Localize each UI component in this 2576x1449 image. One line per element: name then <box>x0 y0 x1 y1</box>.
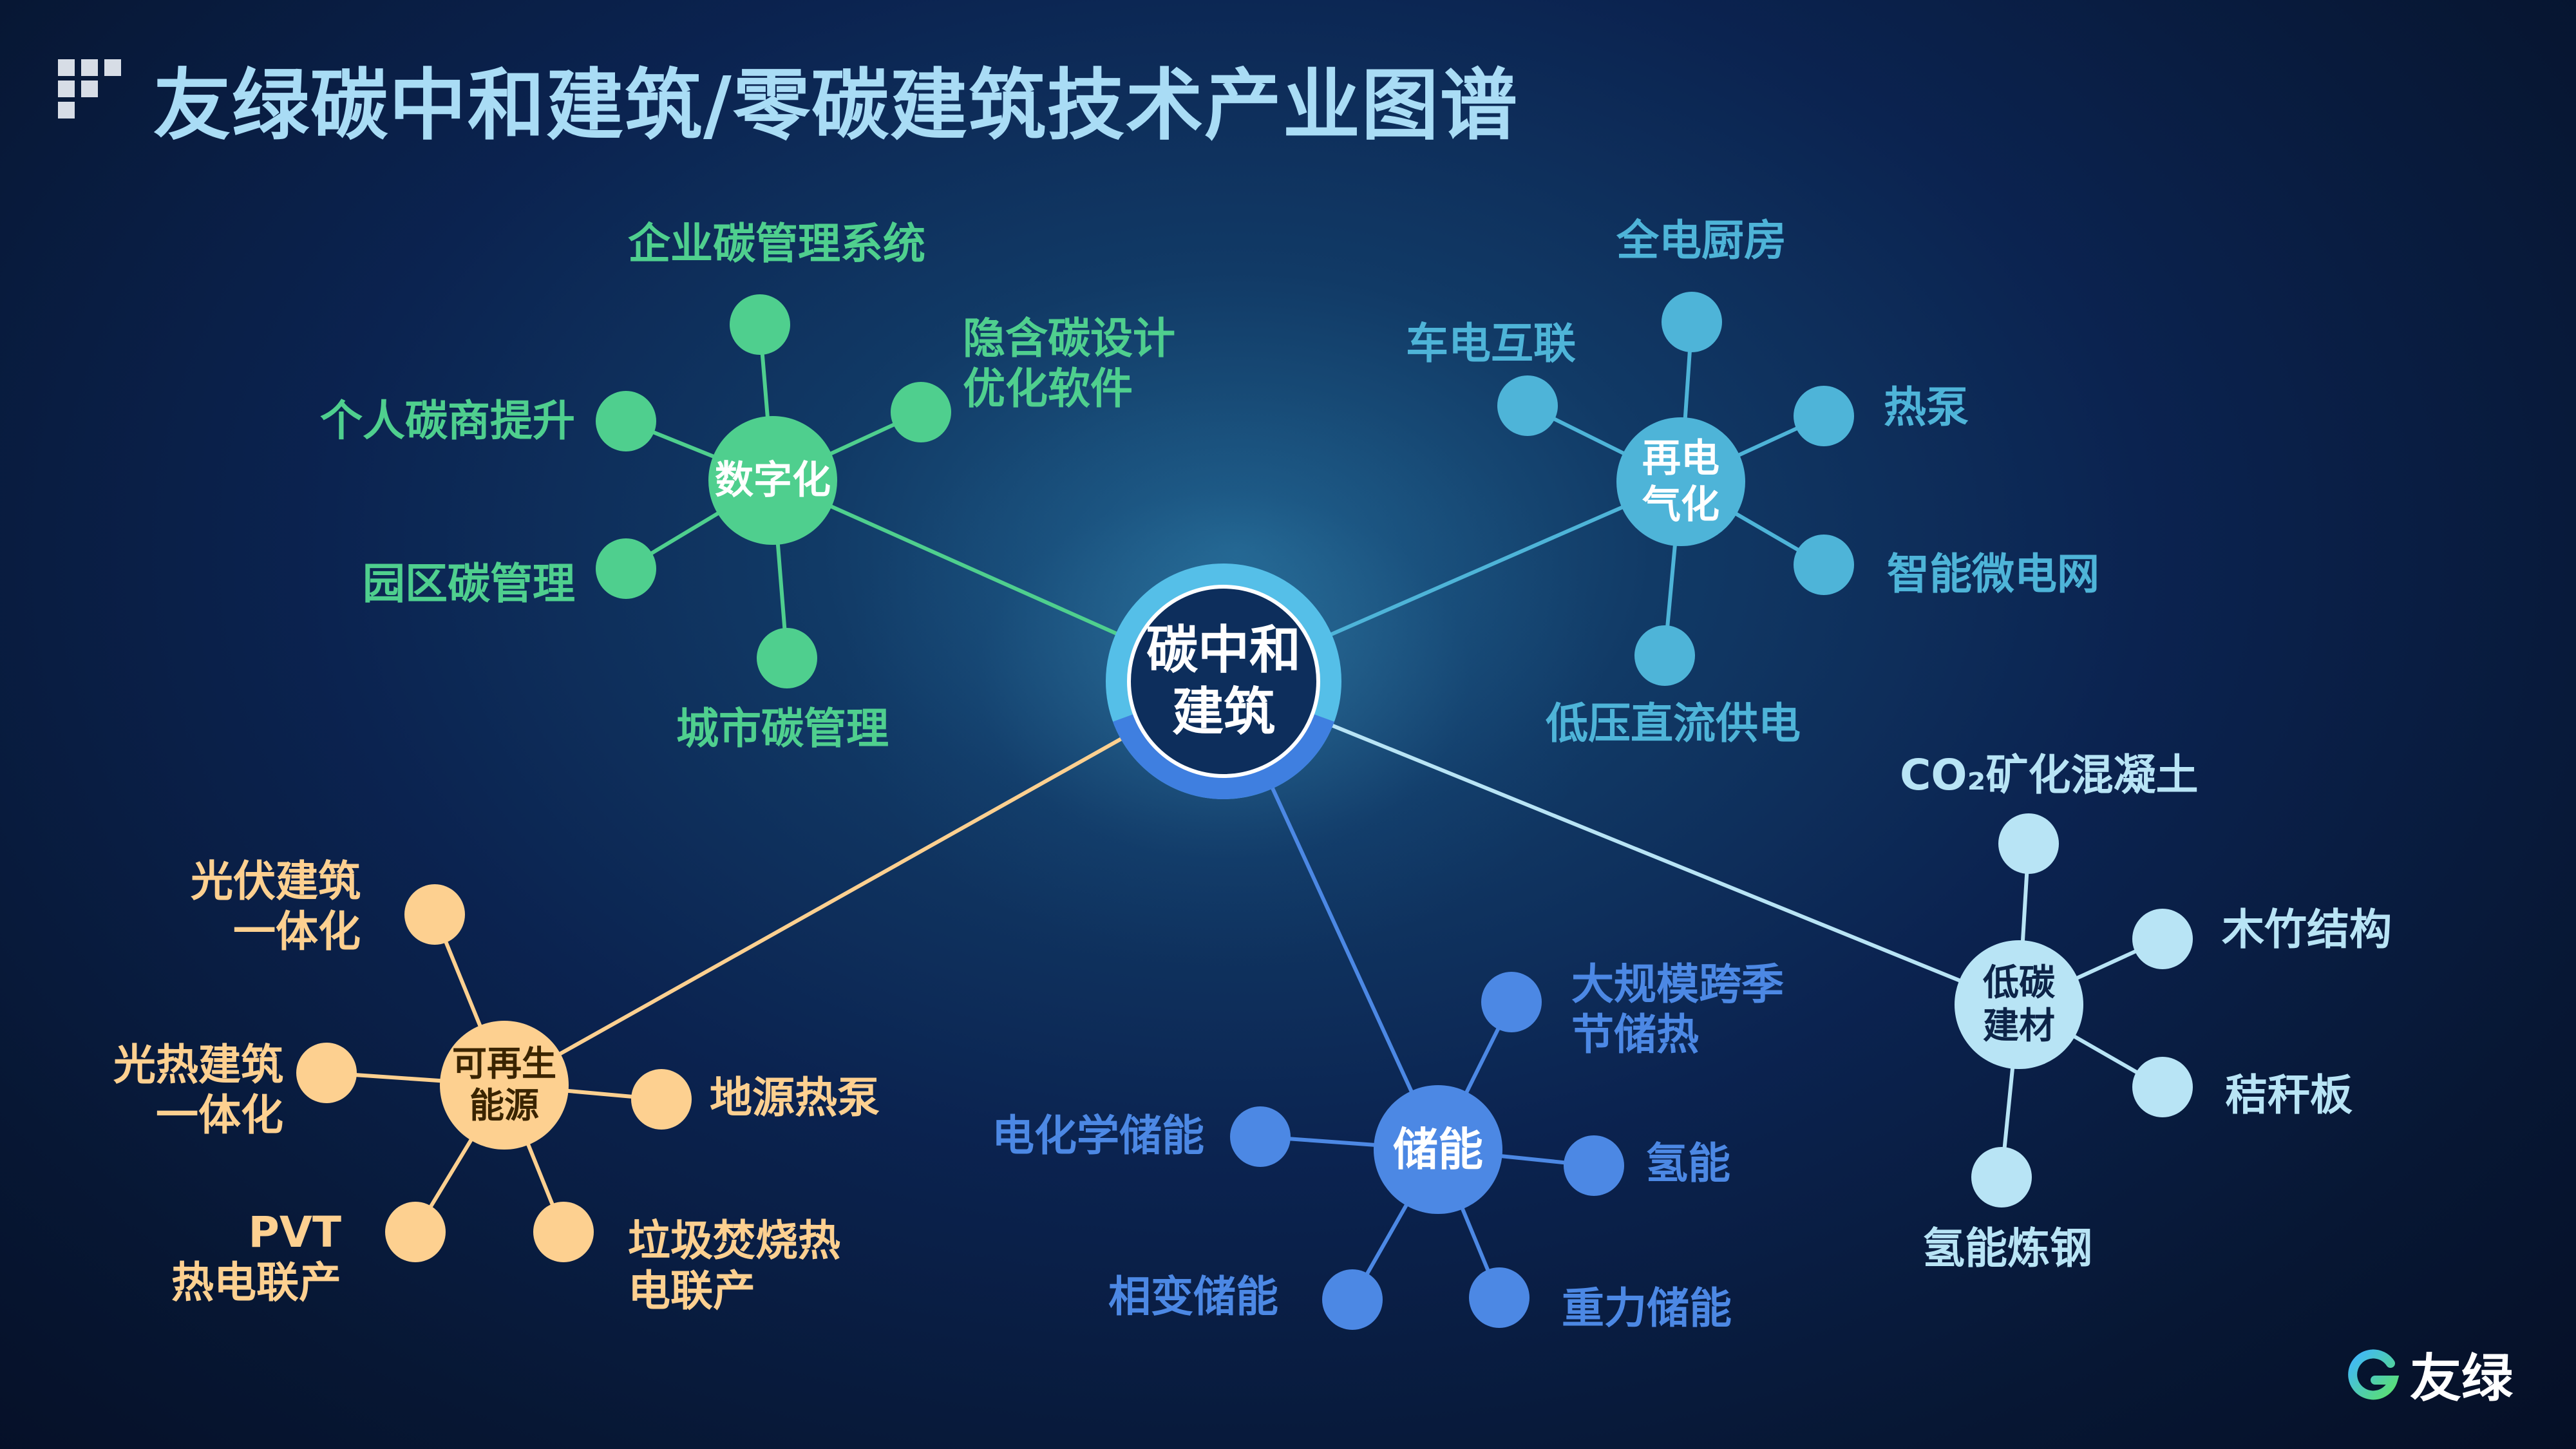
logo-grid-icon <box>58 59 122 118</box>
page-title: 友绿碳中和建筑/零碳建筑技术产业图谱 <box>153 61 1519 151</box>
materials-leaf-node-2 <box>2132 1057 2193 1117</box>
digital-hub-node <box>708 416 837 545</box>
materials-item-label-1-line1: 木竹结构 <box>2222 905 2392 954</box>
storage-leaf-node-2 <box>1564 1135 1624 1196</box>
storage-leaf-node-1 <box>1230 1106 1291 1167</box>
materials-hub-node <box>1955 940 2083 1069</box>
digital-leaf-node-2 <box>596 391 656 451</box>
digital-item-label-2: 个人碳商提升 <box>320 396 575 446</box>
materials-item-label-0-line1: CO₂矿化混凝土 <box>1900 750 2199 800</box>
electric-item-label-1-line1: 车电互联 <box>1406 319 1576 368</box>
digital-item-label-1-line1: 隐含碳设计 <box>963 314 1175 363</box>
electric-hub-node <box>1616 417 1745 546</box>
renewable-leaf-node-1 <box>296 1043 357 1103</box>
materials-leaf-node-1 <box>2132 909 2193 969</box>
brand-logo: 友绿 <box>2345 1337 2513 1412</box>
digital-item-label-4-line1: 城市碳管理 <box>676 704 889 753</box>
materials-item-label-1: 木竹结构 <box>2222 905 2392 955</box>
renewable-item-label-0-line2: 一体化 <box>233 906 361 956</box>
digital-item-label-3-line1: 园区碳管理 <box>363 559 575 609</box>
brand-name: 友绿 <box>2410 1349 2513 1408</box>
renewable-leaf-node-3 <box>385 1202 446 1262</box>
spoke-renewable <box>503 679 1225 1087</box>
renewable-item-label-1-line1: 光热建筑 <box>113 1040 283 1090</box>
materials-item-label-3-line1: 氢能炼钢 <box>1922 1224 2092 1273</box>
renewable-item-label-4-line1: 垃圾焚烧热 <box>628 1216 840 1265</box>
digital-leaf-node-0 <box>730 294 790 355</box>
electric-item-label-0: 全电厨房 <box>1616 216 1786 266</box>
storage-item-label-3-line1: 相变储能 <box>1108 1272 1278 1321</box>
brand-g-icon <box>2348 1349 2400 1400</box>
storage-item-label-4-line1: 重力储能 <box>1562 1283 1732 1333</box>
storage-item-label-4: 重力储能 <box>1562 1283 1732 1334</box>
nodes <box>296 292 2193 1330</box>
renewable-hub-node <box>440 1021 569 1150</box>
storage-item-label-2: 氢能 <box>1645 1139 1730 1189</box>
storage-item-label-3: 相变储能 <box>1108 1272 1278 1322</box>
electric-leaf-node-3 <box>1794 535 1854 595</box>
renewable-item-label-1: 光热建筑一体化 <box>113 1040 283 1141</box>
materials-item-label-3: 氢能炼钢 <box>1922 1224 2092 1274</box>
center-ring-accent <box>1113 714 1334 799</box>
digital-item-label-1: 隐含碳设计优化软件 <box>963 314 1175 414</box>
digital-item-label-4: 城市碳管理 <box>676 704 889 754</box>
renewable-leaf-node-2 <box>631 1069 692 1130</box>
storage-hub-node <box>1374 1085 1502 1214</box>
storage-item-label-1-line1: 电化学储能 <box>992 1111 1204 1160</box>
storage-item-label-0-line1: 大规模跨季 <box>1571 960 1784 1009</box>
electric-leaf-node-4 <box>1634 625 1695 686</box>
digital-item-label-3: 园区碳管理 <box>363 559 575 609</box>
renewable-item-label-0: 光伏建筑一体化 <box>191 857 361 957</box>
electric-item-label-2: 热泵 <box>1884 383 1969 433</box>
renewable-item-label-4-line2: 电联产 <box>628 1265 755 1316</box>
storage-item-label-2-line1: 氢能 <box>1645 1139 1730 1188</box>
digital-item-label-1-line2: 优化软件 <box>963 363 1133 413</box>
electric-leaf-node-2 <box>1794 386 1854 446</box>
materials-item-label-2-line1: 秸秆板 <box>2225 1070 2353 1120</box>
electric-item-label-4: 低压直流供电 <box>1546 699 1801 749</box>
electric-leaf-node-0 <box>1662 292 1722 352</box>
storage-item-label-0: 大规模跨季节储热 <box>1571 960 1784 1060</box>
digital-item-label-2-line1: 个人碳商提升 <box>320 396 575 446</box>
materials-item-label-0: CO₂矿化混凝土 <box>1900 750 2198 800</box>
storage-item-label-0-line2: 节储热 <box>1571 1009 1699 1059</box>
storage-leaf-node-3 <box>1322 1269 1383 1330</box>
electric-item-label-4-line1: 低压直流供电 <box>1546 699 1801 748</box>
renewable-leaf-node-0 <box>404 884 465 945</box>
electric-item-label-2-line1: 热泵 <box>1884 383 1969 432</box>
digital-leaf-node-3 <box>596 538 656 599</box>
storage-leaf-node-0 <box>1481 972 1542 1032</box>
digital-leaf-node-4 <box>757 628 817 688</box>
electric-item-label-0-line1: 全电厨房 <box>1616 216 1786 265</box>
renewable-item-label-3-line1: PVT <box>248 1208 341 1257</box>
electric-item-label-3: 智能微电网 <box>1887 549 2099 600</box>
digital-item-label-0: 企业碳管理系统 <box>628 219 925 269</box>
materials-item-label-2: 秸秆板 <box>2225 1070 2353 1121</box>
digital-leaf-node-1 <box>891 382 951 442</box>
electric-item-label-1: 车电互联 <box>1406 319 1576 369</box>
storage-item-label-1: 电化学储能 <box>992 1111 1204 1161</box>
renewable-leaf-node-4 <box>533 1202 594 1262</box>
storage-leaf-node-4 <box>1469 1267 1530 1328</box>
renewable-item-label-4: 垃圾焚烧热电联产 <box>628 1216 840 1316</box>
electric-leaf-node-1 <box>1497 375 1558 436</box>
renewable-item-label-2: 地源热泵 <box>710 1073 880 1123</box>
materials-leaf-node-3 <box>1971 1147 2032 1208</box>
renewable-item-label-1-line2: 一体化 <box>156 1090 283 1140</box>
electric-item-label-3-line1: 智能微电网 <box>1887 549 2099 599</box>
digital-item-label-0-line1: 企业碳管理系统 <box>628 219 925 269</box>
renewable-item-label-3-line2: 热电联产 <box>171 1257 341 1307</box>
center-node <box>1127 585 1320 778</box>
materials-leaf-node-0 <box>1998 813 2059 874</box>
renewable-item-label-2-line1: 地源热泵 <box>710 1073 880 1122</box>
spoke-materials <box>1222 679 2020 1007</box>
renewable-item-label-0-line1: 光伏建筑 <box>191 857 361 906</box>
